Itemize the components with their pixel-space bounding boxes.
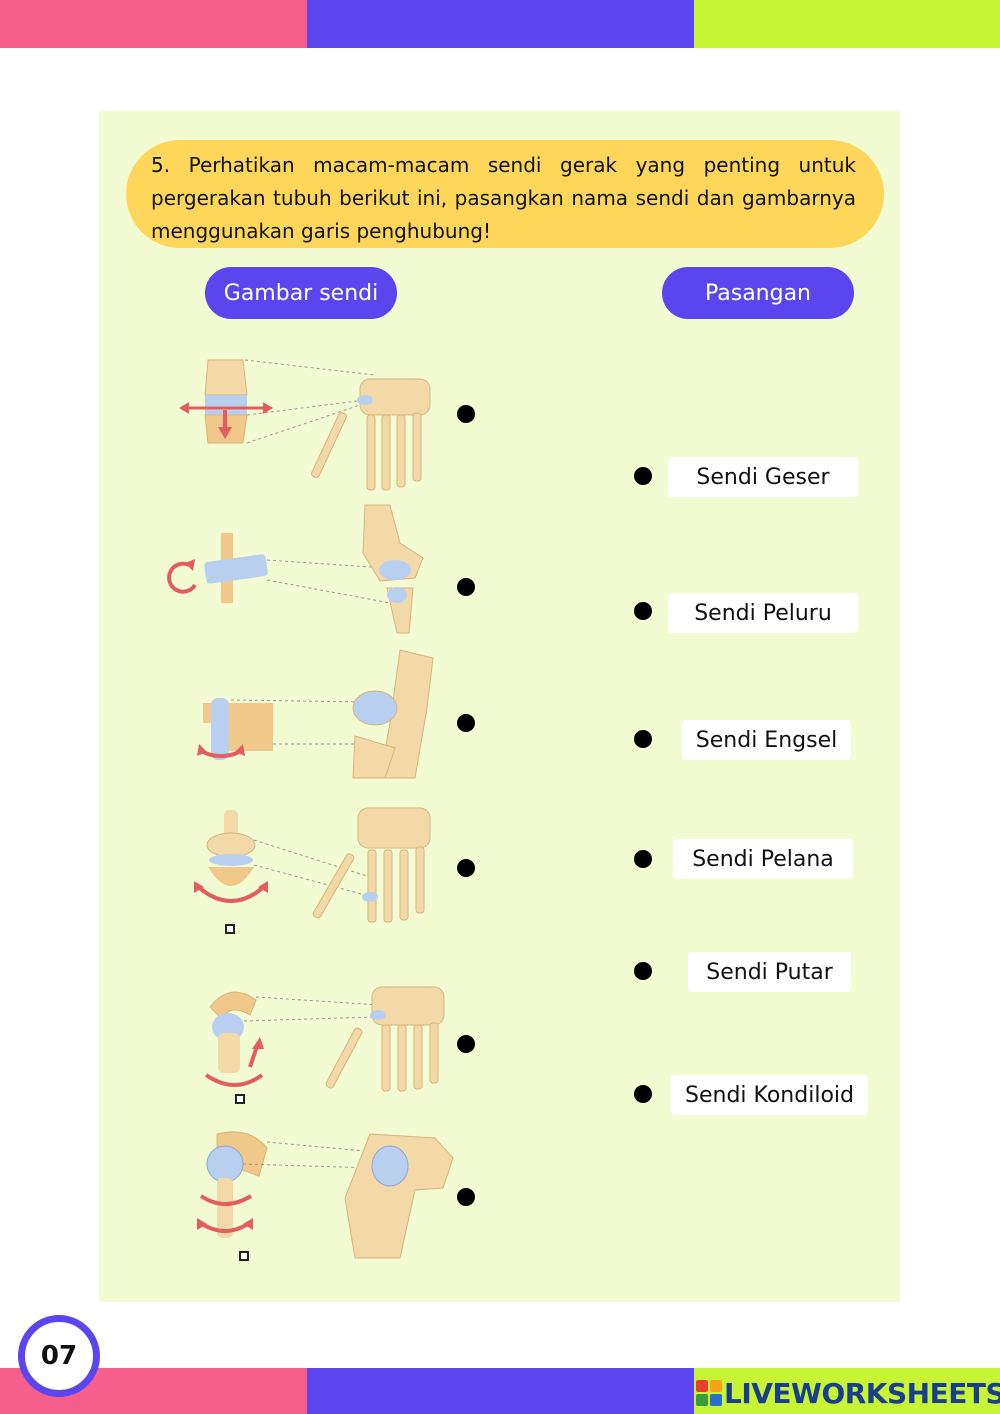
label-dot-3[interactable] <box>634 730 652 748</box>
gliding-joint-wrist-illustration <box>175 355 445 495</box>
liveworksheets-icon <box>696 1380 722 1406</box>
image-dot-1[interactable] <box>457 405 475 423</box>
figure-tag-icon <box>225 924 235 934</box>
bottom-bar-purple <box>307 1368 694 1414</box>
label-sendi-engsel: Sendi Engsel <box>682 720 851 760</box>
label-sendi-geser: Sendi Geser <box>668 457 858 497</box>
label-sendi-pelana: Sendi Pelana <box>673 839 853 879</box>
label-dot-5[interactable] <box>634 962 652 980</box>
top-bar-purple <box>307 0 694 48</box>
brand-name: LIVEWORKSHEETS <box>724 1376 1000 1410</box>
liveworksheets-logo: LIVEWORKSHEETS <box>696 1376 1000 1410</box>
figure-tag-icon <box>235 1094 245 1104</box>
page-number: 07 <box>18 1315 100 1397</box>
condyloid-joint-wrist-illustration <box>200 985 460 1095</box>
question-box: 5. Perhatikan macam-macam sendi gerak ya… <box>126 140 884 248</box>
label-sendi-peluru: Sendi Peluru <box>668 593 858 633</box>
label-dot-4[interactable] <box>634 850 652 868</box>
header-gambar-sendi: Gambar sendi <box>205 267 397 319</box>
figure-tag-icon <box>239 1251 249 1261</box>
image-dot-2[interactable] <box>457 578 475 596</box>
image-dot-5[interactable] <box>457 1035 475 1053</box>
top-bar-lime <box>694 0 1000 48</box>
bottom-bar-lime <box>694 1368 1000 1414</box>
image-dot-3[interactable] <box>457 714 475 732</box>
saddle-joint-thumb-illustration <box>190 805 450 930</box>
label-dot-1[interactable] <box>634 467 652 485</box>
label-sendi-kondiloid: Sendi Kondiloid <box>671 1075 868 1115</box>
pivot-joint-elbow-illustration <box>195 648 445 783</box>
label-dot-2[interactable] <box>634 602 652 620</box>
hinge-joint-elbow-illustration <box>167 503 445 634</box>
header-pasangan: Pasangan <box>662 267 854 319</box>
image-dot-6[interactable] <box>457 1188 475 1206</box>
top-bar-pink <box>0 0 307 48</box>
question-text: 5. Perhatikan macam-macam sendi gerak ya… <box>151 153 856 243</box>
label-sendi-putar: Sendi Putar <box>688 952 851 992</box>
ball-socket-joint-shoulder-illustration <box>195 1128 465 1259</box>
label-dot-6[interactable] <box>634 1085 652 1103</box>
image-dot-4[interactable] <box>457 859 475 877</box>
